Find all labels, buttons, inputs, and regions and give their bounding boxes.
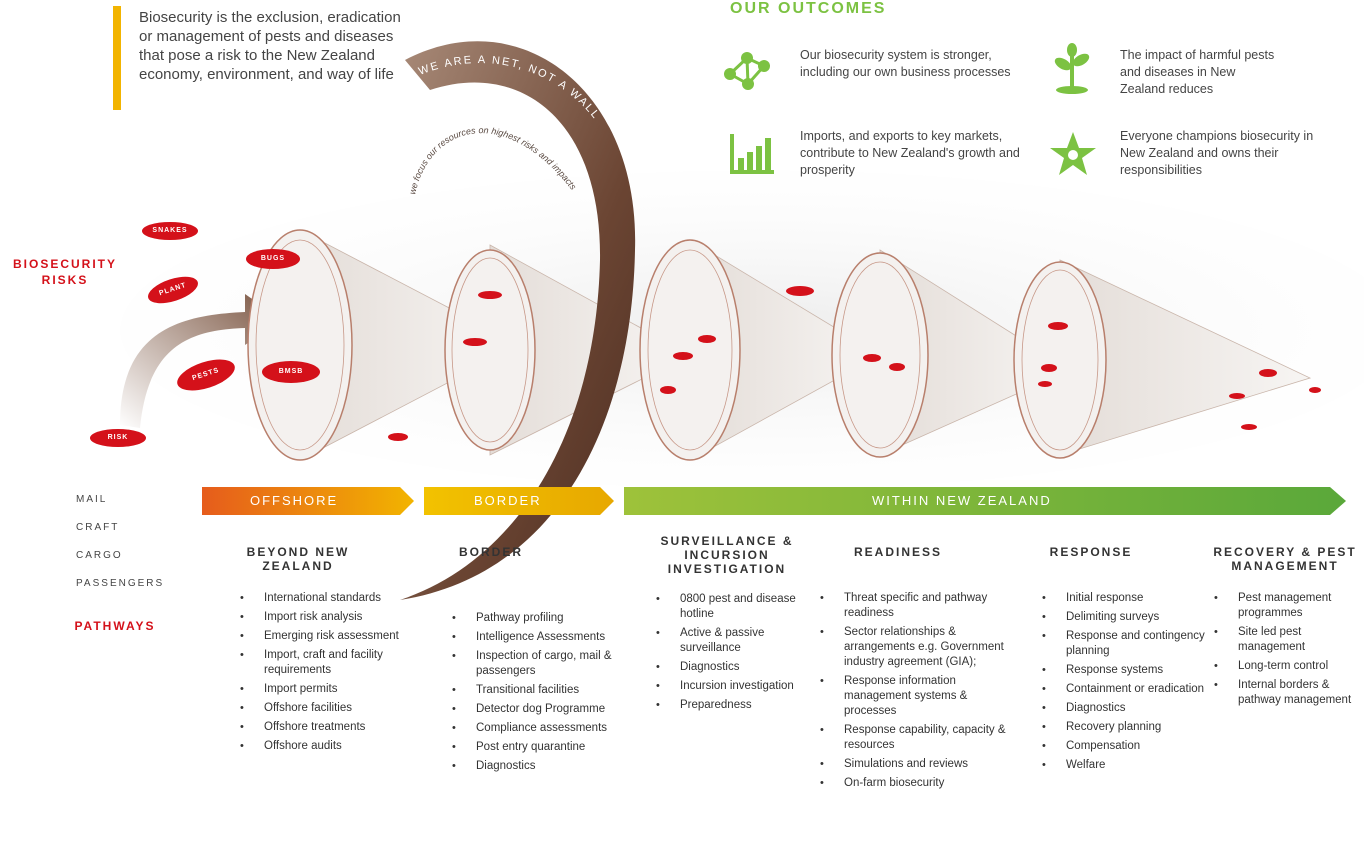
list-item: Import risk analysis [236,610,426,625]
list-item: Compensation [1038,739,1208,754]
list-item: Sector relationships & arrangements e.g.… [816,625,1021,670]
funnel-offshore [247,229,521,461]
list-item: Offshore treatments [236,720,426,735]
risk-badge: BUGS [246,249,300,269]
within-nz-label: WITHIN NEW ZEALAND [872,493,1052,508]
list-item: Diagnostics [652,660,802,675]
list-item: Recovery planning [1038,720,1208,735]
list-item: Intelligence Assessments [448,630,618,645]
list-item: Offshore audits [236,739,426,754]
funnel-border [444,244,691,456]
list-item: Containment or eradication [1038,682,1208,697]
network-icon [724,52,770,90]
growth-chart-icon [730,134,774,174]
list-item: Welfare [1038,758,1208,773]
list-item: 0800 pest and disease hotline [652,592,802,622]
list-item: Active & passive surveillance [652,626,802,656]
column-readiness: READINESS Threat specific and pathway re… [816,545,1021,795]
list-item: Compliance assessments [448,721,618,736]
column-title: RESPONSE [1049,545,1133,559]
intro-text: Biosecurity is the exclusion, eradicatio… [139,9,401,83]
outcome-text: The impact of harmful pests and diseases… [1120,48,1275,96]
column-title: BORDER [458,545,523,559]
outcome-text: Everyone champions biosecurity in New Ze… [1120,129,1314,177]
column-surveillance: SURVEILLANCE & INCURSION INVESTIGATION 0… [652,534,802,717]
people-star-icon [1050,132,1096,175]
pathway-item: CRAFT [76,522,120,533]
list-item: Site led pest management [1210,625,1364,655]
risk-badge: RISK [90,429,146,447]
list-item: Simulations and reviews [816,757,1021,772]
column-response: RESPONSE Initial response Delimiting sur… [1038,545,1208,777]
list-item: Pest management programmes [1210,591,1364,621]
list-item: Offshore facilities [236,701,426,716]
funnel-readiness [831,249,1071,458]
column-border: BORDER Pathway profiling Intelligence As… [448,545,618,778]
list-item: Response and contingency planning [1038,629,1208,659]
column-beyond-nz: BEYOND NEW ZEALAND International standar… [236,545,426,758]
risk-badge: BMSB [262,361,320,383]
border-band [424,487,614,515]
list-item: Initial response [1038,591,1208,606]
list-item: Response capability, capacity & resource… [816,723,1021,753]
column-title: RECOVERY & PEST MANAGEMENT [1213,545,1357,573]
risk-particles [388,286,1321,441]
column-title: READINESS [853,545,942,559]
column-title: BEYOND NEW ZEALAND [246,545,350,573]
biosecurity-risks-title: BIOSECURITY RISKS [12,257,117,287]
offshore-label: OFFSHORE [250,493,339,508]
pathway-item: PASSENGERS [76,578,165,589]
funnel-surveillance [639,239,881,461]
list-item: Internal borders & pathway management [1210,678,1364,708]
list-item: Emerging risk assessment [236,629,426,644]
column-title: SURVEILLANCE & INCURSION INVESTIGATION [660,534,794,576]
within-nz-band [624,487,1346,515]
list-item: Long-term control [1210,659,1364,674]
outcome-text: Our biosecurity system is stronger, incl… [800,48,1011,79]
net-arch [400,41,636,600]
list-item: Threat specific and pathway readiness [816,591,1021,621]
risk-badge: SNAKES [142,222,198,240]
pathway-item: MAIL [76,494,108,505]
intro-accent-bar [113,6,121,110]
list-item: Delimiting surveys [1038,610,1208,625]
list-item: Response information management systems … [816,674,1021,719]
risk-arrow [120,294,282,428]
list-item: Post entry quarantine [448,740,618,755]
outcomes-title: OUR OUTCOMES [730,0,887,17]
list-item: Preparedness [652,698,802,713]
list-item: Transitional facilities [448,683,618,698]
list-item: Response systems [1038,663,1208,678]
list-item: Import permits [236,682,426,697]
funnel-response [1013,259,1312,459]
offshore-band [202,487,414,515]
list-item: Diagnostics [1038,701,1208,716]
pathways-title: PATHWAYS [74,619,156,633]
list-item: Import, craft and facility requirements [236,648,426,678]
list-item: Detector dog Programme [448,702,618,717]
list-item: On-farm biosecurity [816,776,1021,791]
list-item: Incursion investigation [652,679,802,694]
pathway-item: CARGO [76,550,123,561]
list-item: Diagnostics [448,759,618,774]
list-item: Pathway profiling [448,611,618,626]
outcome-text: Imports, and exports to key markets, con… [800,129,1020,177]
list-item: Inspection of cargo, mail & passengers [448,649,618,679]
border-label: BORDER [474,493,542,508]
plant-icon [1054,43,1090,94]
list-item: International standards [236,591,426,606]
column-recovery: RECOVERY & PEST MANAGEMENT Pest manageme… [1210,545,1364,712]
